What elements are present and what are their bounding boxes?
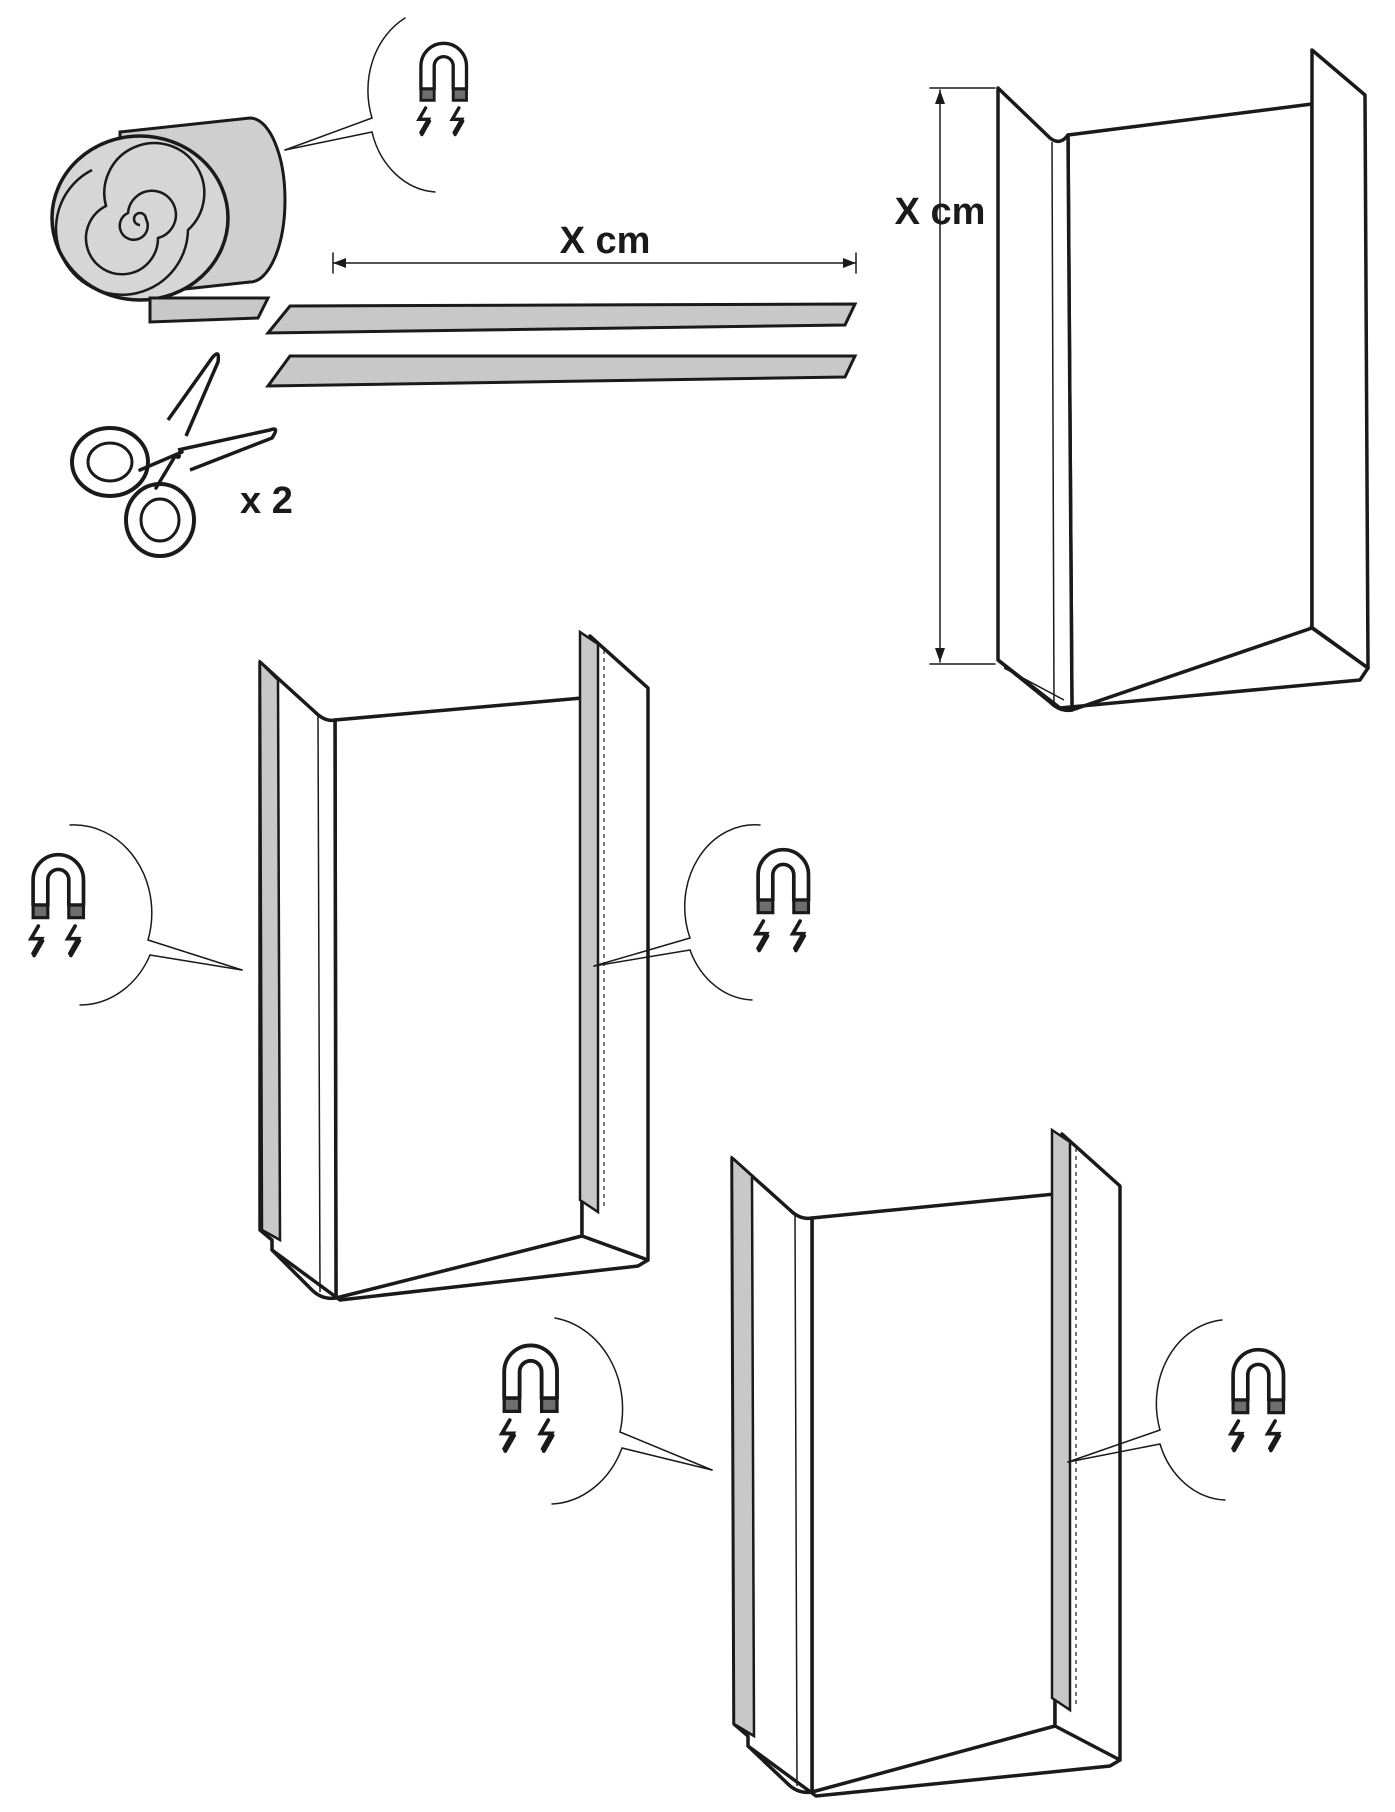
scissors-icon	[70, 352, 278, 558]
middle-right-magnet-callout	[593, 824, 811, 1001]
magnet-icon	[754, 847, 811, 953]
magnet-icon	[1229, 1347, 1286, 1453]
panel-middle	[258, 629, 650, 1302]
magnet-icon	[29, 852, 86, 958]
magnet-icon	[500, 1343, 559, 1453]
height-dimension-label: X cm	[895, 191, 986, 233]
middle-left-magnet-callout	[29, 824, 243, 1006]
width-dimension: X cm	[332, 220, 857, 274]
cut-strip-1	[264, 302, 858, 335]
panel-bottom	[730, 1127, 1122, 1798]
width-dimension-label: X cm	[560, 220, 651, 262]
height-dimension: X cm	[895, 87, 996, 665]
panel-top-right	[996, 48, 1370, 713]
cut-count-label: x 2	[240, 480, 293, 522]
bottom-right-magnet-callout	[1067, 1319, 1286, 1501]
magnet-icon	[417, 41, 469, 137]
cut-strip-2	[265, 354, 858, 388]
bottom-left-magnet-callout	[500, 1317, 713, 1505]
magnetic-tape-roll	[50, 116, 287, 324]
roll-magnet-callout	[284, 17, 469, 193]
